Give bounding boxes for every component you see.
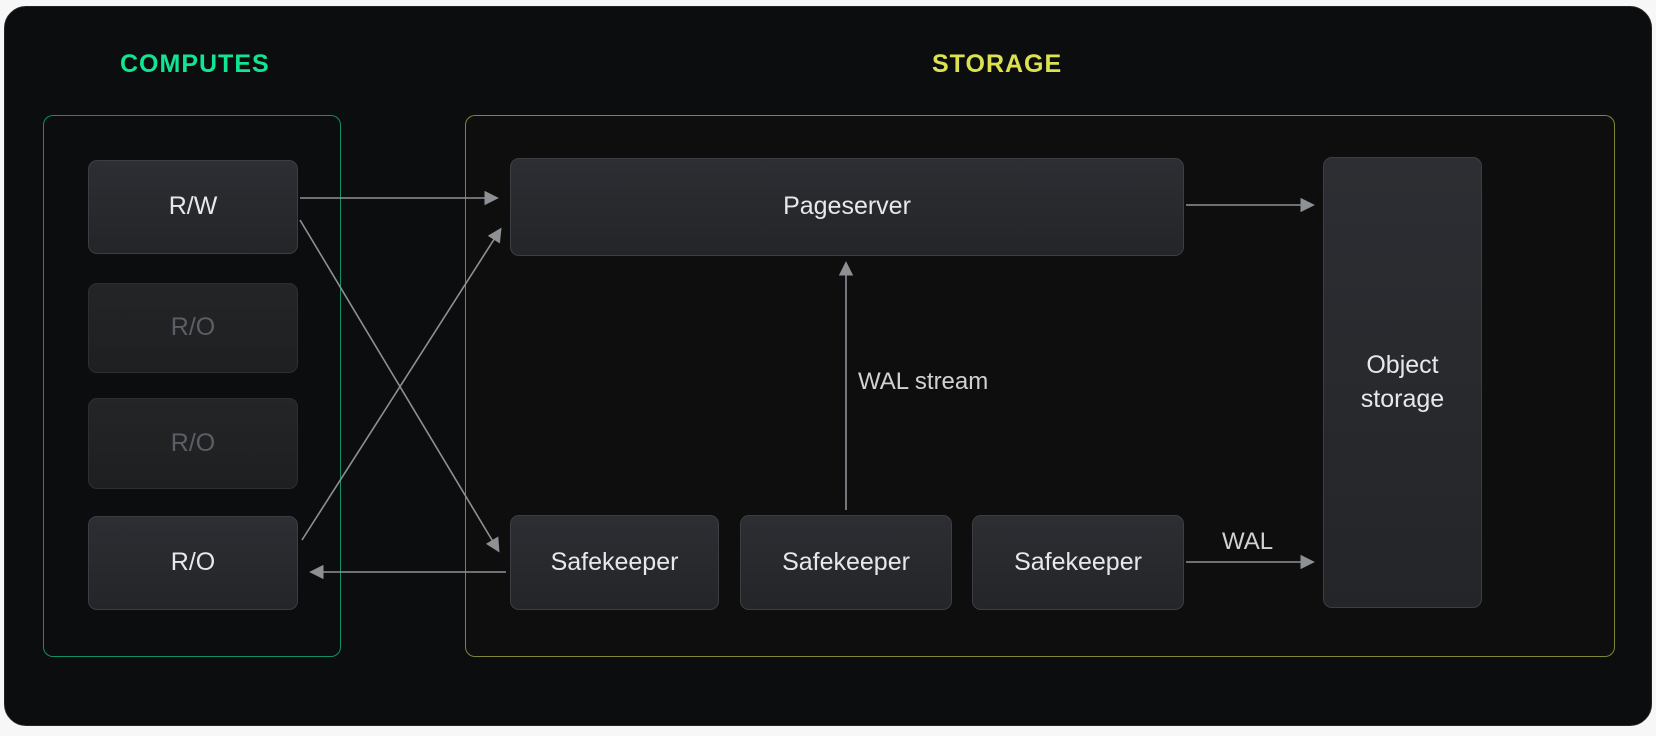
wal-label: WAL xyxy=(1222,528,1274,555)
wal-stream-label: WAL stream xyxy=(858,368,989,395)
node-ro-3: R/O xyxy=(88,516,298,610)
node-safekeeper-2: Safekeeper xyxy=(740,515,952,610)
node-ro-2: R/O xyxy=(88,398,298,489)
node-ro-1: R/O xyxy=(88,283,298,373)
node-safekeeper-1: Safekeeper xyxy=(510,515,719,610)
storage-section-label: STORAGE xyxy=(932,50,1063,78)
node-pageserver: Pageserver xyxy=(510,158,1184,256)
node-safekeeper-3: Safekeeper xyxy=(972,515,1184,610)
node-rw: R/W xyxy=(88,160,298,254)
computes-section-label: COMPUTES xyxy=(120,50,270,78)
node-object-storage: Object storage xyxy=(1323,157,1482,608)
